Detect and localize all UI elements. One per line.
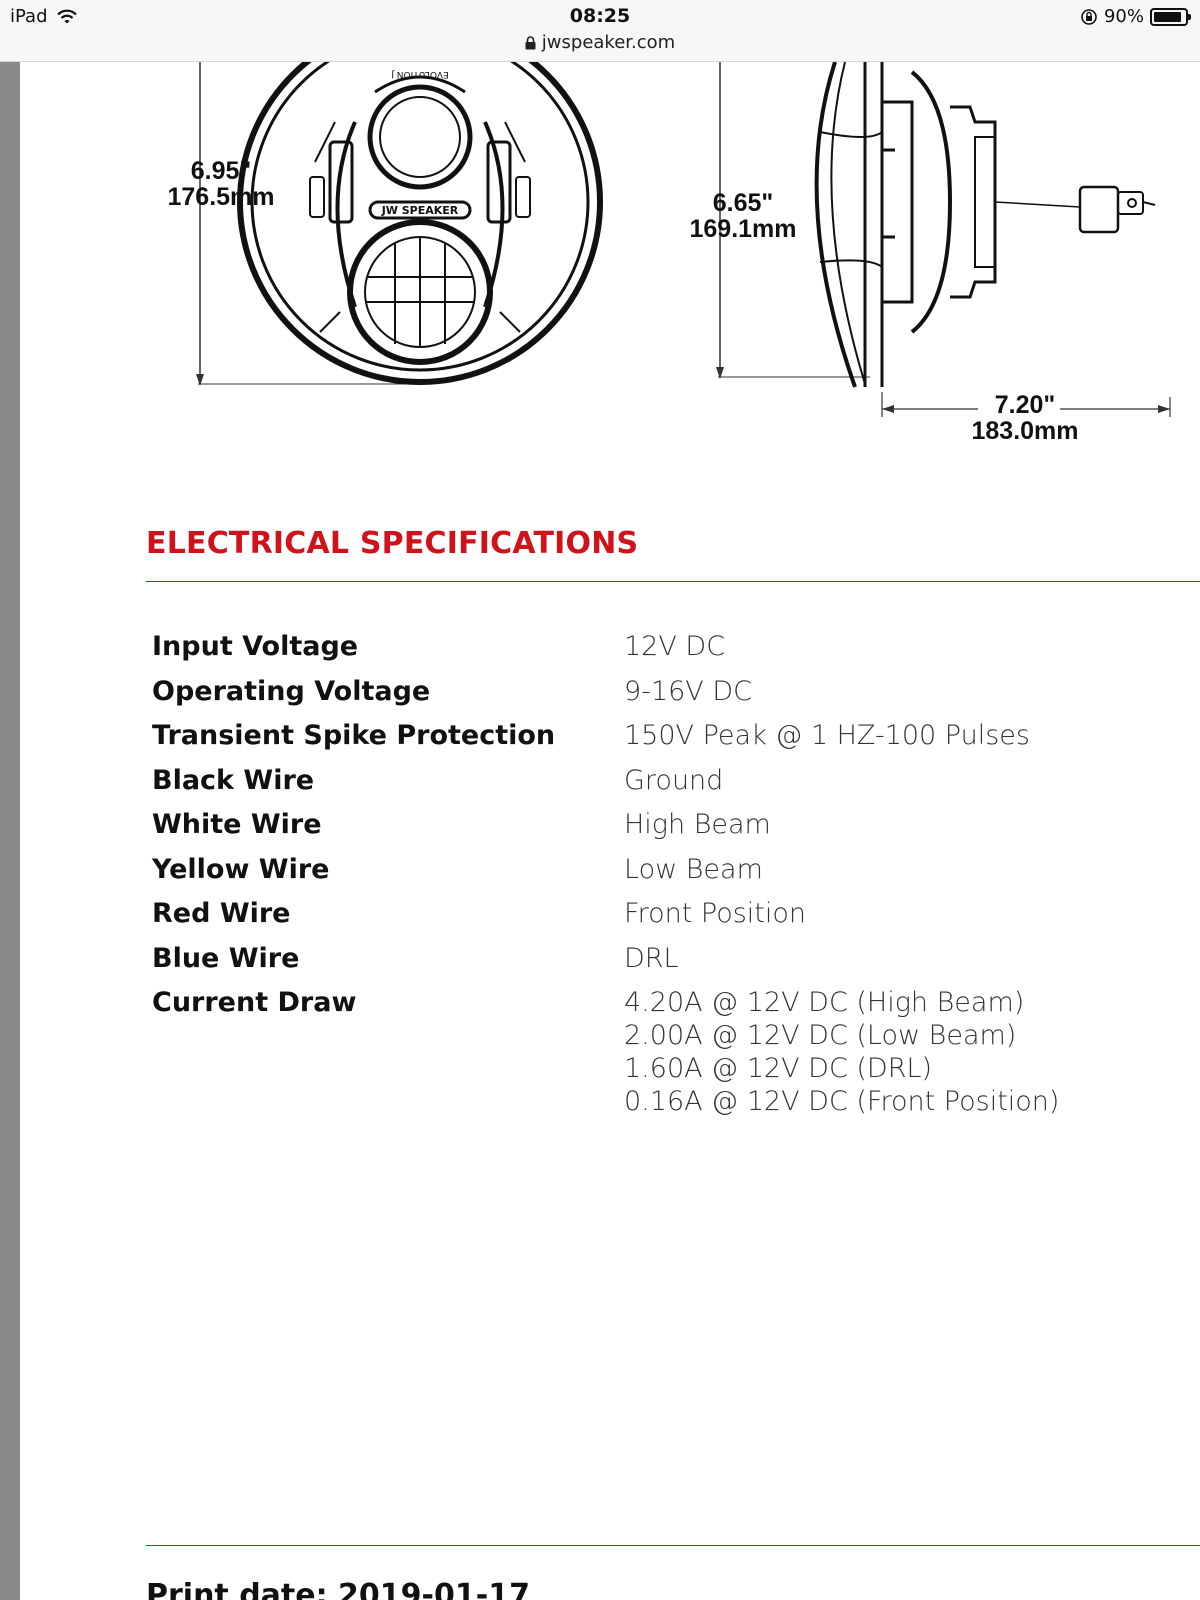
- depth-dimension: 7.20" 183.0mm: [962, 392, 1088, 444]
- battery-icon: [1150, 7, 1191, 26]
- current-draw-line: 1.60A @ 12V DC (DRL): [624, 1053, 933, 1084]
- depth-inches: 7.20": [994, 391, 1056, 419]
- spec-row: Blue Wire DRL: [152, 942, 1152, 987]
- spec-value: 12V DC: [624, 631, 726, 662]
- url-text: jwspeaker.com: [541, 32, 676, 53]
- spec-row: Red Wire Front Position: [152, 897, 1152, 942]
- left-scroll-rail: [0, 62, 20, 1600]
- spec-row: Transient Spike Protection 150V Peak @ 1…: [152, 719, 1152, 764]
- spec-value: 150V Peak @ 1 HZ-100 Pulses: [624, 720, 1030, 751]
- spec-value: 9-16V DC: [624, 675, 752, 707]
- section-title: ELECTRICAL SPECIFICATIONS: [146, 526, 639, 561]
- spec-value: Ground: [624, 764, 724, 796]
- current-draw-values: 4.20A @ 12V DC (High Beam) 2.00A @ 12V D…: [624, 986, 1059, 1118]
- battery-percent: 90%: [1103, 6, 1144, 27]
- spec-row: Operating Voltage 9-16V DC: [152, 675, 1152, 720]
- spec-label: Yellow Wire: [152, 853, 330, 885]
- status-bar: iPad 08:25 90% jwspeaker.com: [0, 0, 1200, 62]
- spec-value: High Beam: [624, 809, 771, 840]
- device-name: iPad: [10, 6, 48, 27]
- spec-row: White Wire High Beam: [152, 808, 1152, 853]
- spec-label: Red Wire: [152, 898, 291, 929]
- electrical-specifications-table: Input Voltage 12V DC Operating Voltage 9…: [152, 630, 1152, 1126]
- status-left: iPad: [10, 6, 78, 27]
- headlight-logo-text: JW SPEAKER: [381, 204, 459, 217]
- lock-icon: [525, 36, 536, 50]
- spec-label: White Wire: [152, 809, 322, 840]
- spec-row: Yellow Wire Low Beam: [152, 853, 1152, 898]
- front-height-dimension: 6.95" 176.5mm: [146, 158, 296, 210]
- headlight-dimension-drawing: JW SPEAKER EVOLUTION J: [20, 19, 1200, 492]
- spec-label: Black Wire: [152, 764, 315, 796]
- address-bar[interactable]: jwspeaker.com: [0, 32, 1200, 53]
- front-view-headlight: [237, 19, 603, 385]
- current-draw-line: 0.16A @ 12V DC (Front Position): [624, 1086, 1060, 1117]
- front-height-mm: 176.5mm: [167, 183, 275, 211]
- spec-row: Input Voltage 12V DC: [152, 630, 1152, 675]
- spec-label: Input Voltage: [152, 631, 359, 662]
- side-view-headlight: [814, 61, 1156, 388]
- rotation-lock-icon: [1081, 8, 1097, 25]
- status-time: 08:25: [569, 5, 631, 27]
- wifi-icon: [56, 9, 77, 23]
- spec-value: Low Beam: [624, 853, 763, 885]
- side-height-dimension: 6.65" 169.1mm: [668, 190, 818, 242]
- spec-value: DRL: [624, 942, 679, 974]
- spec-label: Operating Voltage: [152, 675, 431, 707]
- section-divider: [146, 581, 1200, 582]
- current-draw-line: 2.00A @ 12V DC (Low Beam): [624, 1020, 1017, 1051]
- spec-label: Blue Wire: [152, 942, 300, 974]
- footer-divider: [146, 1545, 1200, 1546]
- depth-mm: 183.0mm: [971, 417, 1079, 445]
- spec-row-current-draw: Current Draw 4.20A @ 12V DC (High Beam) …: [152, 986, 1152, 1126]
- spec-label: Current Draw: [152, 987, 357, 1018]
- current-draw-line: 4.20A @ 12V DC (High Beam): [624, 987, 1025, 1018]
- spec-label: Transient Spike Protection: [152, 720, 556, 751]
- front-height-inches: 6.95": [190, 157, 252, 185]
- spec-row: Black Wire Ground: [152, 764, 1152, 809]
- side-height-mm: 169.1mm: [689, 215, 797, 243]
- headlight-ring-text: EVOLUTION J: [391, 69, 448, 79]
- side-height-inches: 6.65": [712, 189, 774, 217]
- status-right: 90%: [1080, 6, 1191, 27]
- spec-value: Front Position: [624, 898, 806, 929]
- print-date: Print date: 2019-01-17: [146, 1578, 530, 1600]
